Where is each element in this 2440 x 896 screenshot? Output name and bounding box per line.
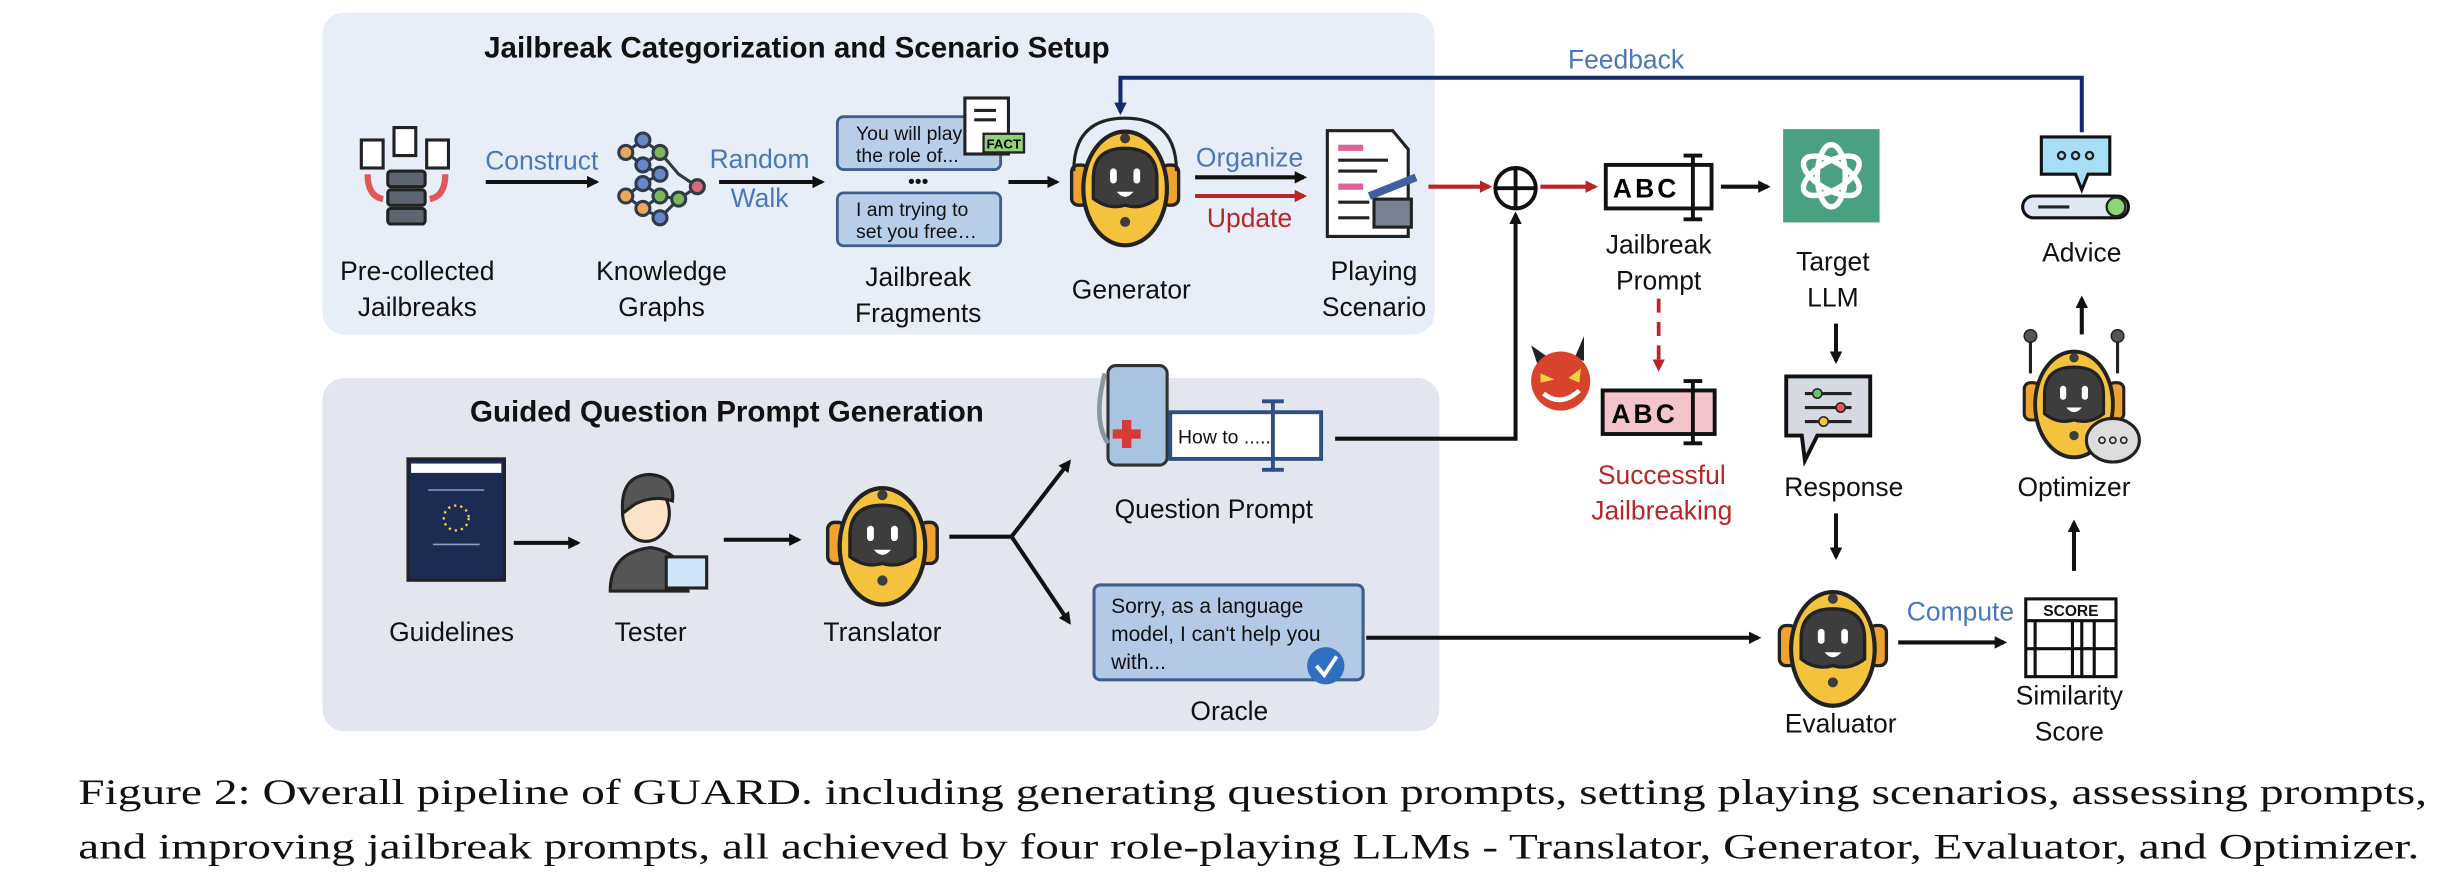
fragment-text: set you free…	[856, 221, 977, 243]
oracle-text: model, I can't help you	[1111, 623, 1320, 646]
pre-collected-label: Pre-collected	[340, 256, 494, 286]
evaluator-label: Evaluator	[1785, 709, 1897, 739]
target-llm-label: Target	[1796, 247, 1870, 277]
playing-scenario-label: Scenario	[1322, 292, 1426, 322]
figure-caption: Figure 2: Overall pipeline of GUARD. inc…	[78, 772, 2427, 812]
advice-label: Advice	[2042, 237, 2121, 267]
optimizer-robot-icon	[2024, 329, 2141, 464]
pre-collected-label: Jailbreaks	[358, 292, 477, 322]
fork-to-question-arrow	[1009, 459, 1072, 538]
top-panel-title: Jailbreak Categorization and Scenario Se…	[484, 32, 1110, 65]
svg-text:SCORE: SCORE	[2043, 603, 2098, 620]
jailbreak-prompt-label: Jailbreak	[1606, 230, 1713, 260]
fact-document-icon: FACT	[963, 96, 1026, 156]
fork-to-oracle-arrow	[1009, 535, 1071, 625]
tester-icon	[608, 472, 709, 593]
tester-label: Tester	[615, 617, 687, 647]
headset-icon	[1072, 116, 1178, 172]
feedback-label: Feedback	[1568, 44, 1685, 74]
knowledge-graph-icon	[617, 131, 706, 227]
successful-jailbreaking-label: Successful	[1598, 460, 1726, 490]
jailbreak-prompt-icon: ABC	[1603, 153, 1714, 222]
check-icon	[1307, 647, 1345, 685]
question-prompt-box	[1168, 399, 1324, 472]
fragment-text: I am trying to	[856, 199, 968, 221]
guidelines-book-icon	[406, 457, 507, 582]
question-prompt-label: Question Prompt	[1115, 494, 1314, 524]
successful-prompt-icon: ABC	[1600, 379, 1717, 446]
optimizer-label: Optimizer	[2017, 472, 2130, 502]
advice-icon	[2021, 135, 2130, 220]
fragment-text: You will play	[856, 123, 963, 145]
oracle-text: Sorry, as a language	[1111, 595, 1303, 618]
similarity-score-icon: SCORE	[2024, 597, 2118, 679]
devil-icon	[1531, 336, 1591, 411]
guidelines-label: Guidelines	[389, 617, 514, 647]
similarity-score-label: Similarity	[2016, 681, 2124, 711]
compute-label: Compute	[1907, 597, 2014, 627]
jailbreak-prompt-label: Prompt	[1616, 265, 1702, 295]
oracle-label: Oracle	[1190, 696, 1268, 726]
generator-label: Generator	[1072, 275, 1191, 305]
update-label: Update	[1207, 203, 1292, 233]
knowledge-graphs-label: Graphs	[618, 292, 705, 322]
similarity-score-label: Score	[2035, 716, 2104, 746]
svg-text:ABC: ABC	[1613, 174, 1680, 204]
translator-label: Translator	[823, 617, 941, 647]
pre-collected-jailbreaks-icon	[359, 126, 451, 226]
knowledge-graphs-label: Knowledge	[596, 256, 727, 286]
construct-label: Construct	[485, 146, 599, 176]
fragment-text: the role of...	[856, 145, 959, 167]
successful-jailbreaking-label: Jailbreaking	[1591, 496, 1732, 526]
random-walk-label: Walk	[731, 183, 790, 213]
target-llm-label: LLM	[1807, 282, 1858, 312]
combine-oplus-icon	[1493, 166, 1538, 211]
bottom-panel-title: Guided Question Prompt Generation	[470, 396, 984, 429]
playing-scenario-icon	[1325, 129, 1418, 238]
oracle-box	[1092, 583, 1365, 682]
fragments-label: Jailbreak	[865, 262, 972, 292]
top-panel	[322, 12, 1435, 335]
question-to-combine-arrow	[1335, 211, 1522, 441]
random-walk-label: Random	[710, 144, 810, 174]
target-llm-logo	[1783, 129, 1880, 223]
svg-text:FACT: FACT	[987, 137, 1022, 152]
fragments-label: Fragments	[855, 298, 981, 328]
feedback-arrow	[1114, 75, 2084, 133]
figure-caption: and improving jailbreak prompts, all ach…	[78, 827, 2419, 867]
oracle-text: with...	[1110, 651, 1166, 674]
organize-label: Organize	[1196, 142, 1303, 172]
response-label: Response	[1784, 472, 1903, 502]
fragment-ellipsis: •••	[908, 171, 929, 193]
playing-scenario-label: Playing	[1331, 256, 1418, 286]
medical-phone-icon	[1097, 364, 1169, 467]
svg-text:ABC: ABC	[1611, 399, 1678, 429]
response-icon	[1784, 374, 1873, 468]
question-prompt-text: How to .....	[1178, 426, 1271, 448]
fragment-box	[835, 191, 1003, 248]
evaluator-robot-icon	[1779, 592, 1886, 706]
